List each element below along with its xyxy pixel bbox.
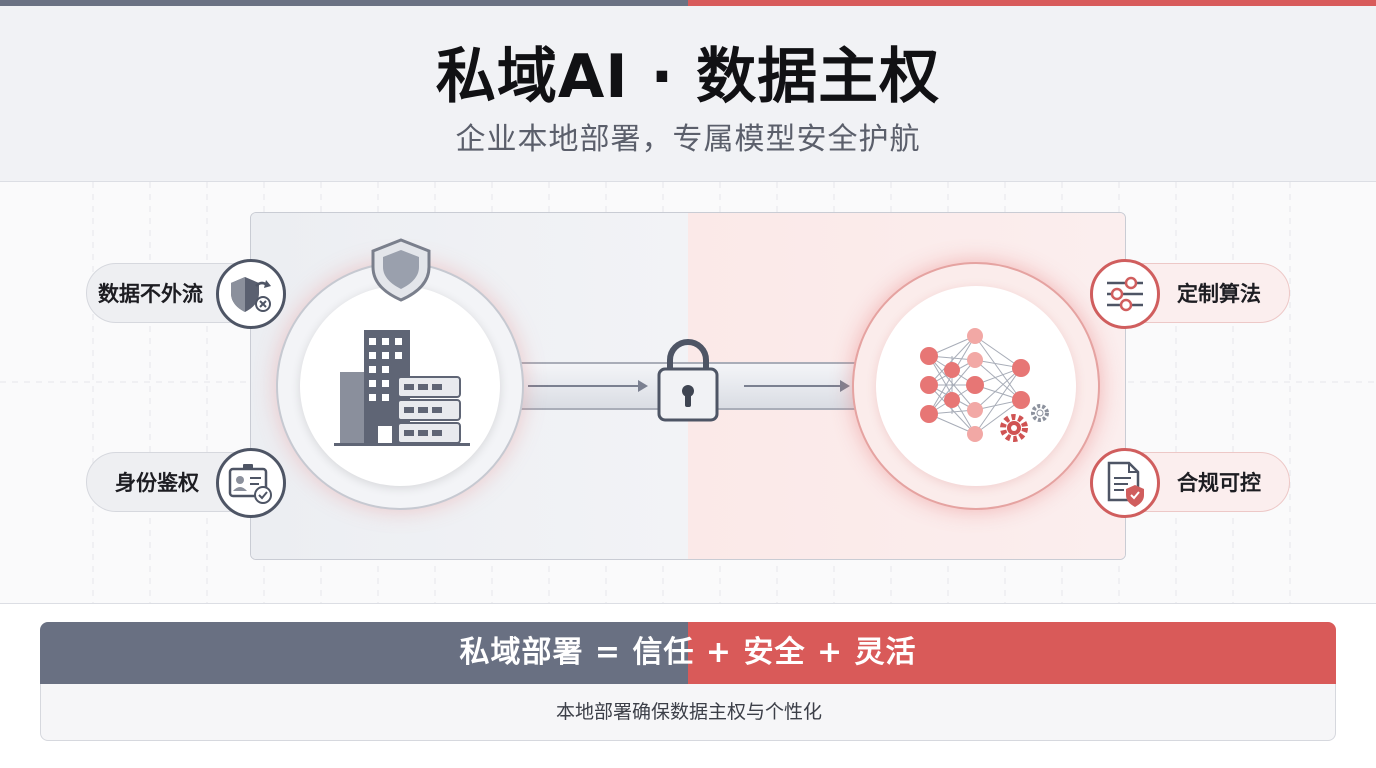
feature-custom-algorithm-label: 定制算法 (1177, 282, 1261, 306)
page-title: 私域AI · 数据主权 (435, 42, 941, 112)
summary-bar-gray (40, 622, 688, 684)
summary-box: 本地部署确保数据主权与个性化 (40, 684, 1336, 741)
top-strip-red (688, 0, 1376, 6)
summary-description: 本地部署确保数据主权与个性化 (555, 701, 822, 723)
top-strip-gray (0, 0, 688, 6)
feature-identity-auth-label: 身份鉴权 (115, 471, 199, 495)
header: 私域AI · 数据主权 企业本地部署，专属模型安全护航 (0, 6, 1376, 182)
summary-formula: 私域部署 = 信任 + 安全 + 灵活 (459, 635, 917, 670)
summary-bar: 私域部署 = 信任 + 安全 + 灵活 (40, 622, 1336, 684)
page-subtitle: 企业本地部署，专属模型安全护航 (455, 122, 921, 157)
gear-icon (1000, 414, 1028, 442)
gear-small-icon (1031, 404, 1049, 422)
shield-icon (371, 238, 431, 302)
sliders-icon (1107, 276, 1143, 312)
shield-no-share-icon (231, 277, 271, 312)
badge-compliance (1090, 448, 1160, 518)
diagram-divider (0, 603, 1376, 604)
badge-identity-auth (216, 448, 286, 518)
document-shield-icon (1107, 461, 1144, 507)
summary-bar-red (688, 622, 1336, 684)
feature-no-outflow-label: 数据不外流 (98, 282, 203, 306)
badge-no-outflow (216, 259, 286, 329)
id-card-check-icon (228, 464, 272, 504)
badge-custom-algorithm (1090, 259, 1160, 329)
top-accent-strip (0, 0, 1376, 6)
padlock-icon (657, 339, 719, 422)
building-server-icon (334, 330, 470, 446)
feature-compliance-label: 合规可控 (1177, 471, 1261, 495)
neural-network-icon (920, 328, 1049, 442)
